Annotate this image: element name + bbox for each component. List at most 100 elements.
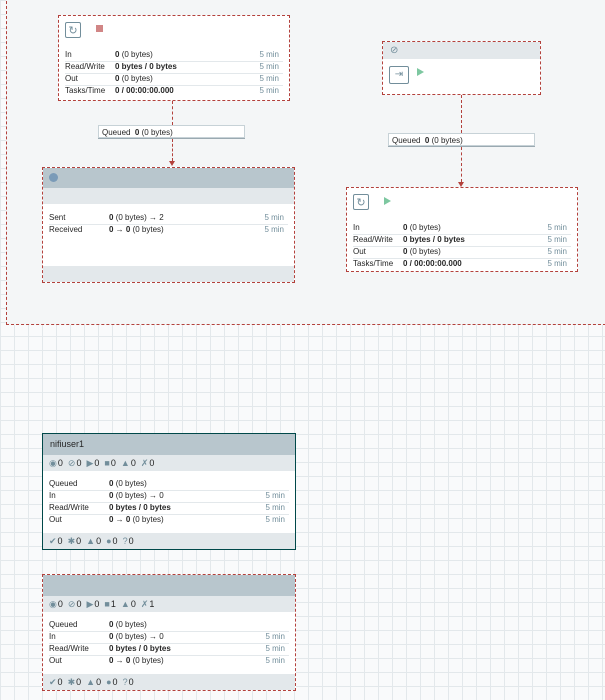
stat-time: 5 min <box>547 223 567 232</box>
stat-label: Read/Write <box>49 644 89 653</box>
modified-stale-icon: ● <box>106 677 112 687</box>
stat-row: Read/Write 0 bytes / 0 bytes 5 min <box>49 502 289 515</box>
stat-label: Out <box>49 656 62 665</box>
version-status-bar: ✔0 ✱0 ▲0 ●0 ?0 <box>43 533 295 549</box>
stat-row: Read/Write 0 bytes / 0 bytes 5 min <box>353 234 571 247</box>
connection-arrow-icon <box>458 182 464 187</box>
stat-time: 5 min <box>264 213 284 222</box>
disabled-icon: ✗ <box>140 458 149 468</box>
stale-icon: ▲ <box>86 536 96 546</box>
warning-icon: ▲ <box>120 458 130 468</box>
process-group-header <box>43 575 295 596</box>
stat-row: Sent 0 (0 bytes) → 2 5 min <box>49 212 288 225</box>
stat-time: 5 min <box>259 62 279 71</box>
stat-value: 0 (0 bytes) → 0 <box>109 632 164 641</box>
stop-icon: ■ <box>104 458 110 468</box>
process-group-nifiuser1[interactable]: nifiuser1 ◉0 ⊘0 ▶0 ■0 ▲0 ✗0 Queued 0 (0 … <box>42 433 296 550</box>
connection-queued-label[interactable]: Queued 0 (0 bytes) <box>98 125 245 138</box>
stat-label: Queued <box>49 620 78 629</box>
stat-value: 0 → 0 (0 bytes) <box>109 515 164 524</box>
stat-row: Tasks/Time 0 / 00:00:00.000 5 min <box>65 85 283 97</box>
stat-label: In <box>49 491 56 500</box>
disabled-icon: ✗ <box>140 599 149 609</box>
stat-row: Read/Write 0 bytes / 0 bytes 5 min <box>65 61 283 74</box>
connection-queued-label[interactable]: Queued 0 (0 bytes) <box>388 133 535 146</box>
stat-row: Out 0 (0 bytes) 5 min <box>65 73 283 86</box>
stat-value: 0 bytes / 0 bytes <box>109 503 171 512</box>
stale-icon: ▲ <box>86 677 96 687</box>
stat-row: In 0 (0 bytes) 5 min <box>353 222 571 235</box>
stat-time: 5 min <box>259 74 279 83</box>
stat-time: 5 min <box>265 656 285 665</box>
stat-time: 5 min <box>259 86 279 95</box>
process-group-counts: ◉0 ⊘0 ▶0 ■0 ▲0 ✗0 <box>43 455 295 471</box>
processor-icon: ↻ <box>353 194 369 210</box>
remote-process-group[interactable]: Sent 0 (0 bytes) → 2 5 min Received 0 → … <box>42 167 295 283</box>
connection-line[interactable] <box>461 95 462 133</box>
stat-label: In <box>353 223 360 232</box>
stat-row: Received 0 → 0 (0 bytes) 5 min <box>49 224 288 236</box>
stat-row: Queued 0 (0 bytes) <box>49 478 289 491</box>
connection-line[interactable] <box>172 101 173 125</box>
not-transmitting-icon: ⊘ <box>67 458 76 468</box>
stat-value: 0 bytes / 0 bytes <box>109 644 171 653</box>
stat-row: In 0 (0 bytes) 5 min <box>65 49 283 62</box>
play-icon <box>384 197 391 205</box>
not-transmitting-icon: ⊘ <box>390 45 399 56</box>
stat-row: Read/Write 0 bytes / 0 bytes 5 min <box>49 643 289 656</box>
stat-row: In 0 (0 bytes) → 0 5 min <box>49 490 289 503</box>
stop-icon <box>96 25 103 32</box>
input-port-icon: ⇥ <box>389 66 409 84</box>
stat-row: In 0 (0 bytes) → 0 5 min <box>49 631 289 644</box>
up-to-date-icon: ✔ <box>49 536 57 546</box>
stat-label: Out <box>353 247 366 256</box>
stat-label: Tasks/Time <box>353 259 394 268</box>
stat-time: 5 min <box>264 225 284 234</box>
rpg-footer <box>43 266 294 282</box>
up-to-date-icon: ✔ <box>49 677 57 687</box>
stat-label: Sent <box>49 213 66 222</box>
stat-time: 5 min <box>265 632 285 641</box>
sync-failure-icon: ? <box>122 536 128 546</box>
stat-value: 0 (0 bytes) <box>109 620 147 629</box>
processor-card-b[interactable]: ↻ In 0 (0 bytes) 5 min Read/Write 0 byte… <box>346 187 578 272</box>
connection-line[interactable] <box>461 147 462 182</box>
connection-line[interactable] <box>172 139 173 161</box>
transmitting-icon: ◉ <box>49 599 57 609</box>
input-port[interactable]: ⊘ ⇥ <box>382 41 541 95</box>
rpg-band <box>43 188 294 204</box>
stat-row: Out 0 → 0 (0 bytes) 5 min <box>49 655 289 667</box>
stat-label: Queued <box>49 479 78 488</box>
connection-arrow-icon <box>169 161 175 166</box>
stat-label: Read/Write <box>49 503 89 512</box>
stat-value: 0 / 00:00:00.000 <box>115 86 174 95</box>
stat-value: 0 bytes / 0 bytes <box>115 62 177 71</box>
stat-label: In <box>65 50 72 59</box>
stat-time: 5 min <box>265 491 285 500</box>
stat-row: Queued 0 (0 bytes) <box>49 619 289 632</box>
stat-row: Out 0 → 0 (0 bytes) 5 min <box>49 514 289 526</box>
stat-value: 0 (0 bytes) → 0 <box>109 491 164 500</box>
stat-row: Out 0 (0 bytes) 5 min <box>353 246 571 259</box>
stat-value: 0 → 0 (0 bytes) <box>109 225 164 234</box>
process-group-header: nifiuser1 <box>43 434 295 455</box>
stat-label: Out <box>65 74 78 83</box>
stat-time: 5 min <box>265 515 285 524</box>
stat-value: 0 (0 bytes) <box>403 247 441 256</box>
play-icon: ▶ <box>86 599 94 609</box>
process-group-unnamed[interactable]: ◉0 ⊘0 ▶0 ■1 ▲0 ✗1 Queued 0 (0 bytes) In … <box>42 574 296 691</box>
process-group-counts: ◉0 ⊘0 ▶0 ■1 ▲0 ✗1 <box>43 596 295 612</box>
locally-modified-icon: ✱ <box>67 677 76 687</box>
process-group-name[interactable]: nifiuser1 <box>50 439 85 449</box>
processor-card-a[interactable]: ↻ In 0 (0 bytes) 5 min Read/Write 0 byte… <box>58 15 290 101</box>
stat-label: Received <box>49 225 83 234</box>
stat-time: 5 min <box>547 247 567 256</box>
stat-value: 0 (0 bytes) <box>115 74 153 83</box>
processor-icon: ↻ <box>65 22 81 38</box>
stat-value: 0 → 0 (0 bytes) <box>109 656 164 665</box>
not-transmitting-icon: ⊘ <box>67 599 76 609</box>
stat-row: Tasks/Time 0 / 00:00:00.000 5 min <box>353 258 571 270</box>
stat-value: 0 (0 bytes) → 2 <box>109 213 164 222</box>
version-status-bar: ✔0 ✱0 ▲0 ●0 ?0 <box>43 674 295 690</box>
port-header: ⊘ <box>383 42 540 59</box>
